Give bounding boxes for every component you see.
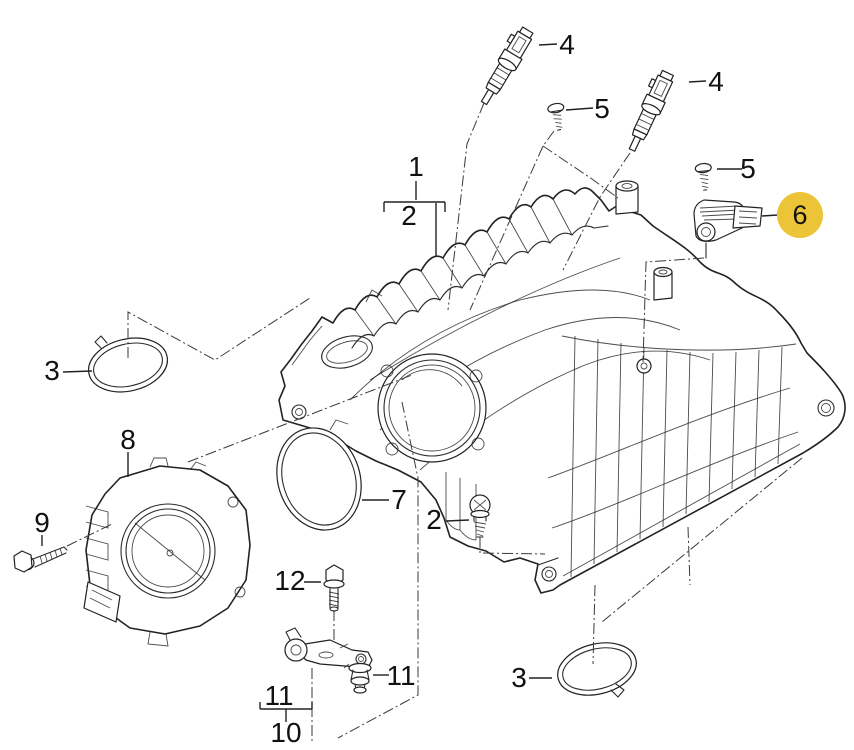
part-callout-1[interactable]: 1 — [408, 151, 424, 182]
gasket-3-lower — [557, 642, 637, 698]
group-bracket-10-11 — [259, 702, 313, 722]
part-callout-3[interactable]: 3 — [511, 662, 527, 693]
throttle-body-drawing — [83, 457, 251, 647]
screw-5b-drawing — [694, 162, 712, 191]
map-sensor-6-drawing — [693, 199, 763, 259]
leader-lines — [41, 43, 779, 722]
part-callout-11[interactable]: 11 — [264, 680, 294, 711]
manifold-stud-a — [615, 180, 639, 215]
bolt-12-drawing — [323, 564, 345, 612]
part-callout-2[interactable]: 2 — [401, 200, 417, 231]
sensor-4a-drawing — [480, 26, 534, 106]
part-callout-9[interactable]: 9 — [34, 507, 50, 538]
part-callout-2[interactable]: 2 — [426, 504, 442, 535]
assembly-axis-lines — [66, 102, 803, 743]
part-callout-6-highlighted[interactable]: 6 — [777, 192, 823, 238]
screw-9-drawing — [13, 546, 68, 573]
sensor-4b-drawing — [628, 69, 674, 152]
screw-2-drawing — [469, 494, 491, 538]
part-callout-3[interactable]: 3 — [44, 355, 60, 386]
part-callout-4[interactable]: 4 — [708, 66, 724, 97]
gasket-3-upper — [87, 335, 169, 393]
part-callout-5[interactable]: 5 — [740, 153, 756, 184]
part-callout-12[interactable]: 12 — [274, 565, 306, 596]
clip-nut-drawing — [343, 662, 372, 694]
part-callout-8[interactable]: 8 — [120, 424, 136, 455]
part-callout-11[interactable]: 11 — [386, 660, 416, 691]
manifold-stud-b — [653, 266, 673, 301]
part-callout-5[interactable]: 5 — [594, 93, 610, 124]
part-callout-10[interactable]: 10 — [270, 717, 302, 748]
intake-manifold-drawing — [278, 180, 846, 594]
support-bracket-drawing — [284, 627, 373, 669]
group-bracket-1-2 — [383, 181, 446, 256]
screw-5a-drawing — [547, 102, 565, 131]
part-callout-4[interactable]: 4 — [559, 29, 575, 60]
o-ring-drawing — [276, 427, 362, 531]
part-callout-7[interactable]: 7 — [391, 484, 407, 515]
